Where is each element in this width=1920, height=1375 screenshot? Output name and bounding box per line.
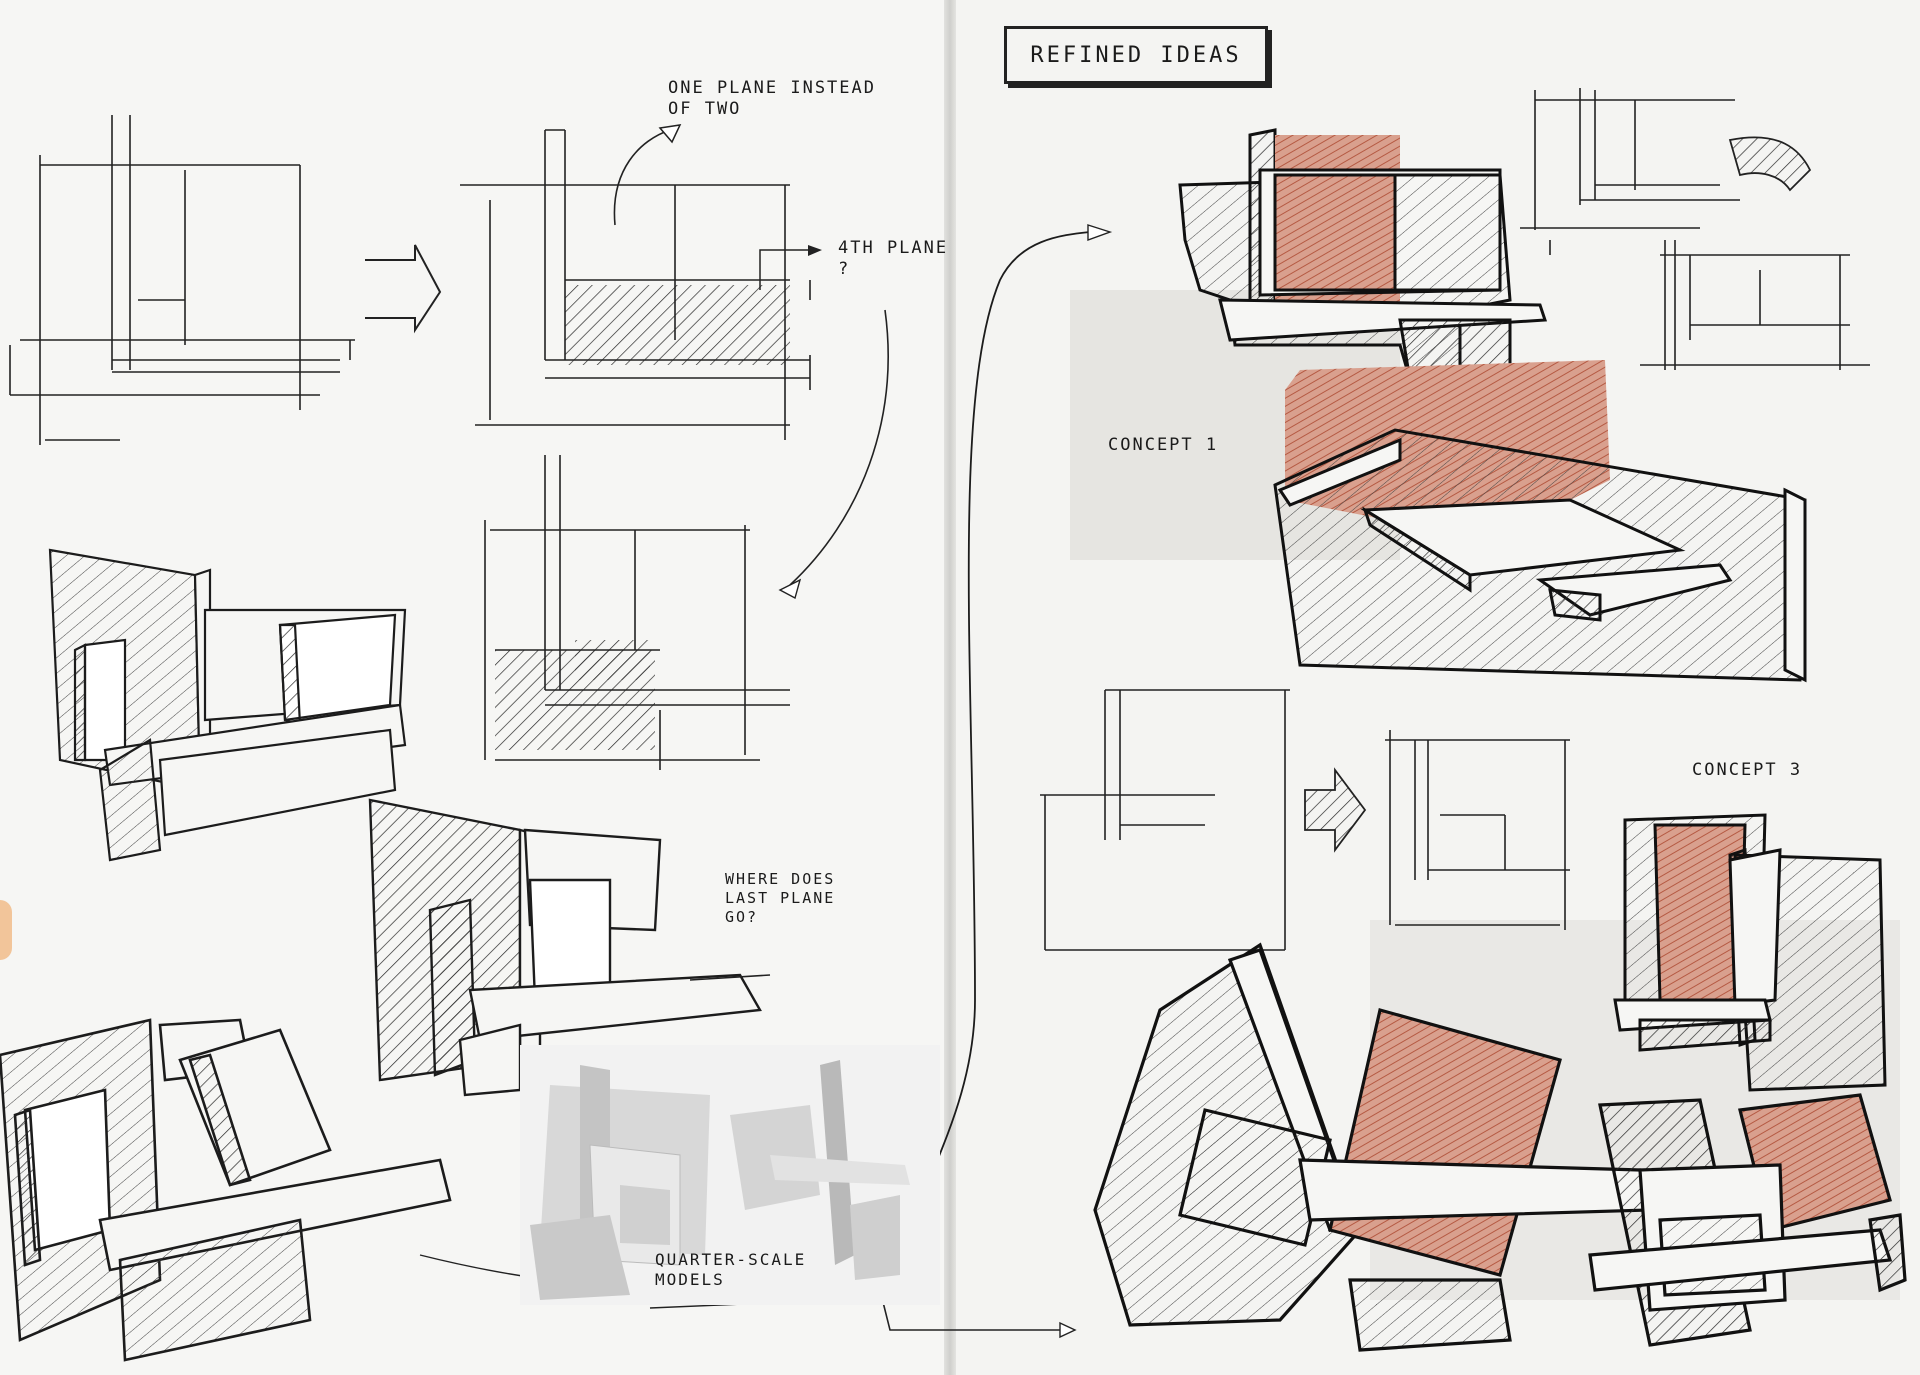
perspective-sketch-c bbox=[0, 1018, 452, 1362]
arrow-concept-3 bbox=[1304, 767, 1367, 853]
concept-3-right-perspective bbox=[1588, 1093, 1907, 1347]
curved-arrow-plans bbox=[1728, 136, 1812, 192]
label-concept-3: CONCEPT 3 bbox=[1692, 760, 1803, 780]
plan-sketch-3 bbox=[484, 455, 790, 770]
note-arrow-lines bbox=[689, 974, 771, 981]
concept-plans-middle bbox=[1040, 689, 1290, 951]
perspective-sketch-a bbox=[48, 548, 407, 862]
concept-3-plan bbox=[1385, 730, 1570, 930]
note-one-plane: ONE PLANE INSTEAD OF TWO bbox=[668, 78, 876, 120]
concept-3-large-perspective bbox=[1093, 942, 1653, 1352]
arrow-down-curve bbox=[789, 309, 889, 586]
arrow-1 bbox=[365, 244, 442, 334]
plan-sketch-2 bbox=[460, 129, 811, 440]
concept-plans-top-right bbox=[1520, 88, 1870, 370]
plan-sketch-1 bbox=[9, 115, 355, 445]
thumb-edge bbox=[0, 900, 12, 960]
arrow-4th-plane bbox=[759, 249, 810, 290]
note-fourth-plane: 4TH PLANE ? bbox=[838, 238, 949, 280]
label-concept-1: CONCEPT 1 bbox=[1108, 435, 1219, 455]
concept-1-massing bbox=[1178, 128, 1548, 382]
quarter-scale-model-photo bbox=[520, 1045, 940, 1305]
arrow-one-plane bbox=[613, 129, 671, 226]
note-where-last-plane: WHERE DOES LAST PLANE GO? bbox=[725, 870, 836, 926]
note-quarter-scale: QUARTER-SCALE MODELS bbox=[655, 1250, 807, 1289]
concept-3-massing bbox=[1613, 813, 1887, 1092]
book-gutter bbox=[944, 0, 956, 1375]
long-connector-arrow bbox=[904, 231, 1091, 1271]
concept-1-perspective bbox=[1273, 360, 1807, 683]
perspective-sketch-b bbox=[368, 798, 762, 1097]
page-title: REFINED IDEAS bbox=[1004, 26, 1268, 84]
